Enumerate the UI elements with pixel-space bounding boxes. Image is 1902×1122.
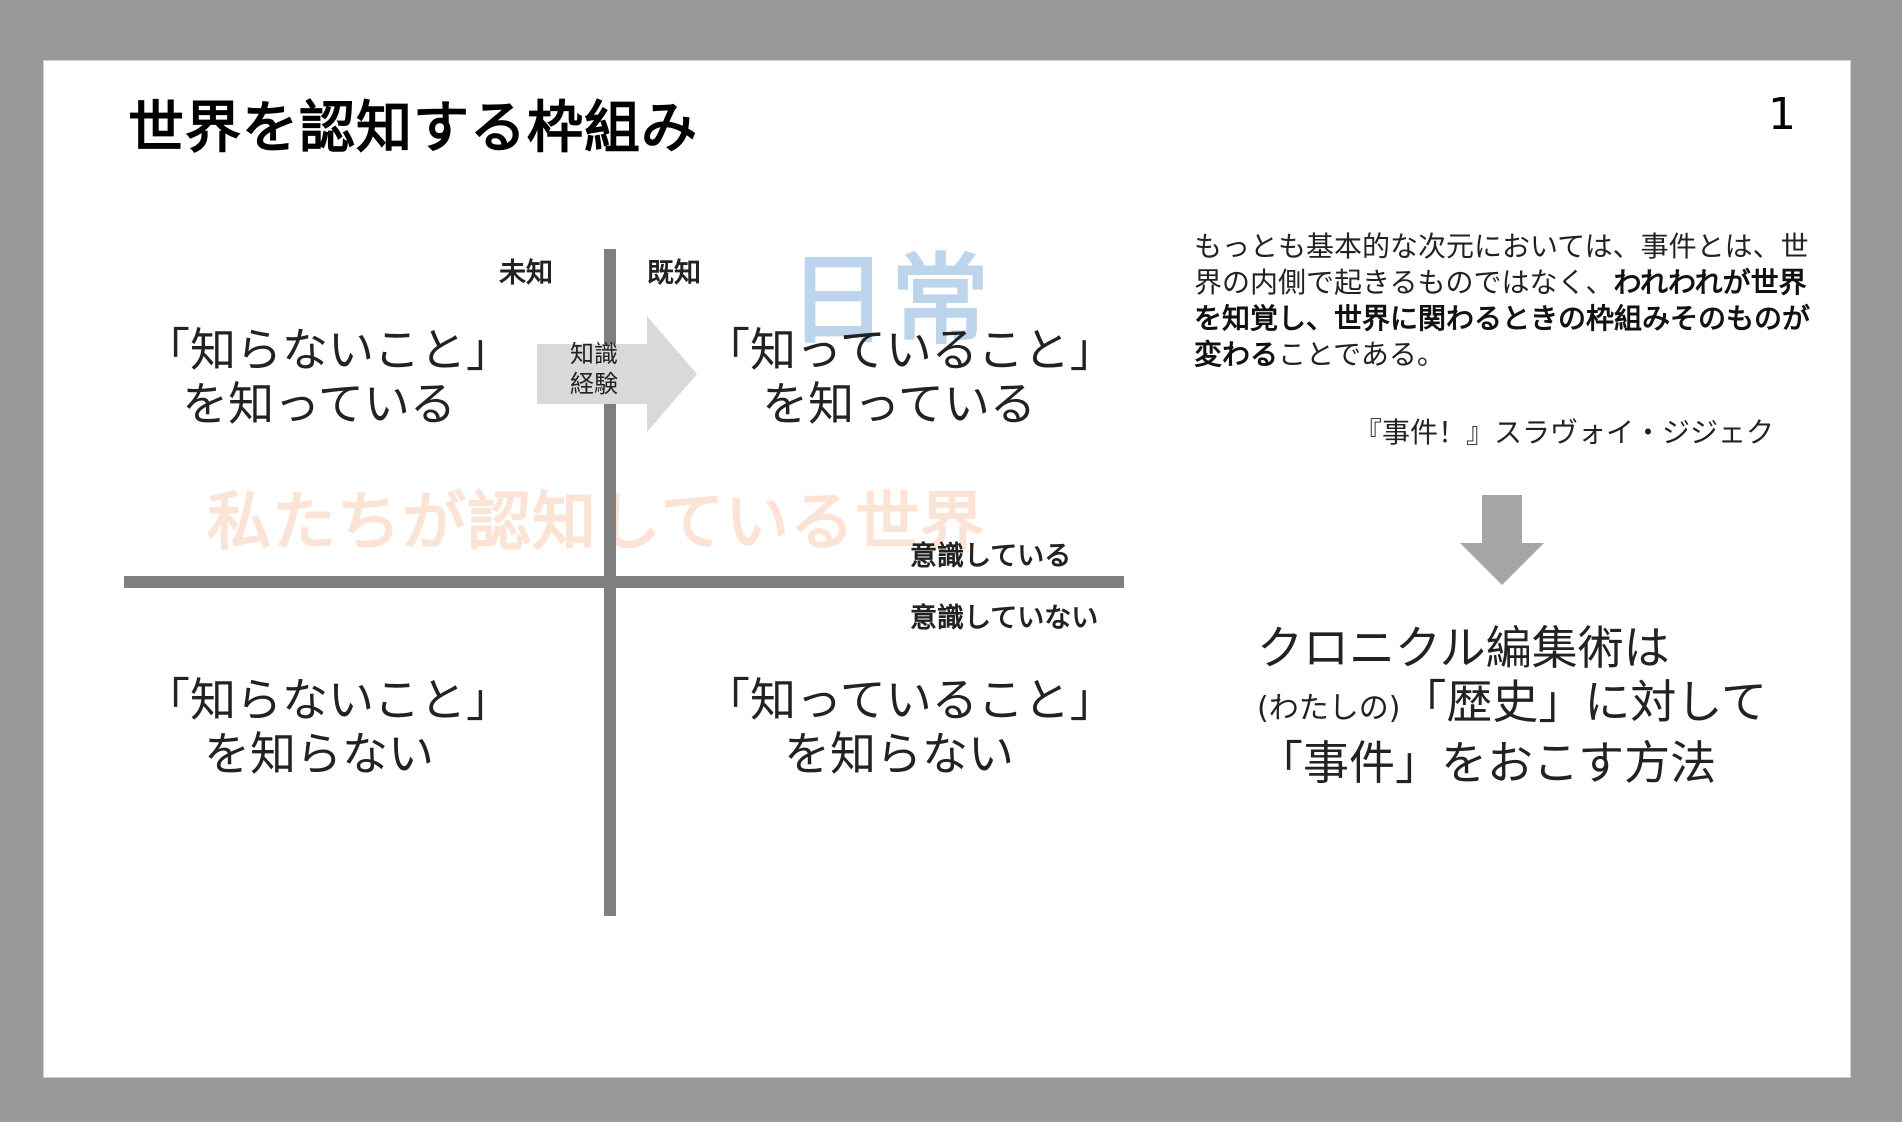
quadrant-bottom-left-line2: を知らない [204, 727, 434, 781]
axis-label-conscious: 意識している [910, 541, 1072, 572]
quadrant-bottom-left-line1: 「知らないこと」 [144, 673, 512, 727]
slide-title: 世界を認知する枠組み [128, 96, 698, 161]
slide: 世界を認知する枠組み 1 日常 私たちが認知している世界 未知 既知 意識してい… [43, 60, 1851, 1078]
quote-text-2: ことである。 [1278, 338, 1445, 371]
horizontal-axis [124, 576, 1124, 588]
quadrant-bottom-left: 「知らないこと」 を知らない [144, 673, 512, 781]
quadrant-bottom-right: 「知っていること」 を知らない [704, 673, 1116, 781]
daily-watermark: 日常 [789, 244, 994, 358]
world-watermark: 私たちが認知している世界 [207, 486, 986, 560]
arrow-label-line2: 経験 [570, 370, 618, 398]
right-arrow-icon [537, 316, 697, 432]
conclusion-line1: クロニクル編集術は [1257, 621, 1670, 675]
conclusion-line3: 「事件」をおこす方法 [1257, 736, 1717, 790]
conclusion-line2-rest: 「歴史」に対して [1400, 675, 1768, 729]
quadrant-top-right-line2: を知っている [762, 377, 1036, 431]
axis-label-unknown: 未知 [499, 258, 553, 289]
zizek-quote: もっとも基本的な次元においては、事件とは、世界の内側で起きるものではなく、われわ… [1194, 229, 1834, 373]
arrow-label-line1: 知識 [570, 340, 618, 368]
quote-bold: われわれが世界を知覚し、世界に関わるときの枠組みそのものが変わる [1194, 266, 1811, 371]
quadrant-top-right-line1: 「知っていること」 [704, 323, 1116, 377]
axis-label-unconscious: 意識していない [910, 603, 1099, 634]
quadrant-bottom-right-line1: 「知っていること」 [704, 673, 1116, 727]
quadrant-top-left: 「知らないこと」 を知っている [144, 323, 512, 431]
conclusion: クロニクル編集術は (わたしの)「歴史」に対して 「事件」をおこす方法 [1257, 621, 1767, 790]
down-arrow-icon [1460, 495, 1544, 585]
page-number: 1 [1768, 89, 1796, 140]
quadrant-top-left-line1: 「知らないこと」 [144, 323, 512, 377]
conclusion-paren: (わたしの) [1257, 691, 1401, 726]
quadrant-top-right: 「知っていること」 を知っている [704, 323, 1116, 431]
quote-source: 『事件！』スラヴォイ・ジジェク [1354, 416, 1775, 449]
axis-label-known: 既知 [647, 258, 701, 289]
quadrant-top-left-line2: を知っている [182, 377, 456, 431]
quote-text-1: もっとも基本的な次元においては、事件とは、世界の内側で起きるものではなく、 [1194, 230, 1809, 299]
quadrant-bottom-right-line2: を知らない [784, 727, 1014, 781]
conclusion-line2: (わたしの)「歴史」に対して [1257, 675, 1767, 736]
arrow-label: 知識 経験 [544, 339, 644, 399]
